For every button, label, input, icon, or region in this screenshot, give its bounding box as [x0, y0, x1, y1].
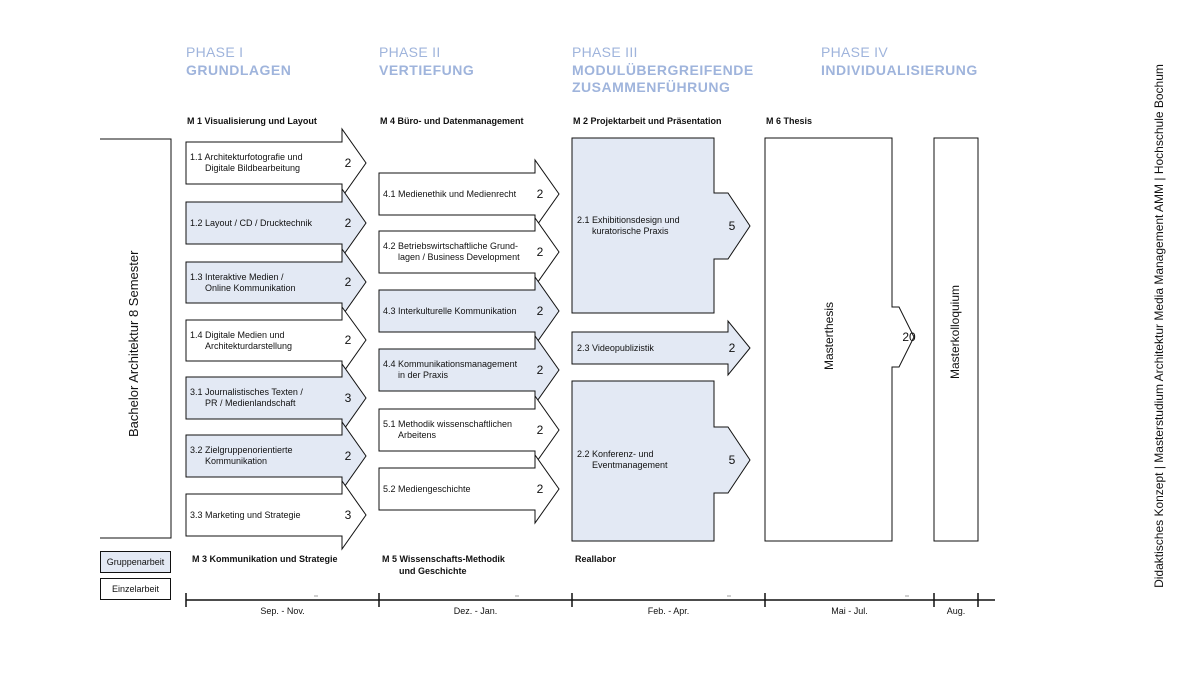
module-3-2-credits: 2 — [344, 449, 352, 463]
module-m6-heading: M 6 Thesis — [766, 116, 813, 126]
arrow-3-2 — [185, 420, 367, 492]
module-3-3-label: 3.3 Marketing und Strategie — [190, 509, 301, 520]
block-2-1 — [571, 137, 751, 314]
phase-1-number: PHASE I — [186, 44, 244, 60]
module-3-1-label: 3.1 Journalistisches Texten /PR / Medien… — [190, 387, 303, 408]
timeline-label-4: Mai - Jul. — [831, 606, 868, 616]
module-3-1-credits: 3 — [344, 391, 352, 405]
phase-3-title-line1: MODULÜBERGREIFENDE — [572, 62, 754, 78]
module-5-2-label: 5.2 Mediengeschichte — [383, 483, 471, 494]
masterkolloquium-label: Masterkolloquium — [948, 284, 962, 380]
module-4-1-label: 4.1 Medienethik und Medienrecht — [383, 188, 517, 199]
timeline-label-3: Feb. - Apr. — [647, 606, 690, 616]
side-caption: Didaktisches Konzept | Masterstudium Arc… — [1152, 64, 1166, 588]
module-1-2-credits: 2 — [344, 216, 352, 230]
arrow-3-1 — [185, 362, 367, 434]
legend-group-work: Gruppenarbeit — [100, 551, 171, 573]
module-5-1-credits: 2 — [536, 423, 544, 437]
module-m5-heading-line1: M 5 Wissenschafts-Methodik — [382, 554, 505, 564]
phase-2-number: PHASE II — [379, 44, 441, 60]
arrow-3-3 — [185, 479, 367, 551]
module-3-3-credits: 3 — [344, 508, 352, 522]
module-m3-heading: M 3 Kommunikation und Strategie — [192, 554, 338, 564]
module-4-1-credits: 2 — [536, 187, 544, 201]
arrow-4-3 — [378, 275, 560, 347]
module-4-3-label: 4.3 Interkulturelle Kommunikation — [383, 305, 517, 316]
arrow-1-2 — [185, 187, 367, 259]
module-1-3-label: 1.3 Interaktive Medien /Online Kommunika… — [190, 272, 296, 293]
module-4-3-credits: 2 — [536, 304, 544, 318]
thesis-block — [764, 137, 915, 542]
module-m5-heading-line2: und Geschichte — [399, 566, 467, 576]
bachelor-label: Bachelor Architektur 8 Semester — [126, 250, 141, 437]
module-2-2-credits: 5 — [728, 453, 736, 467]
col1-arrows — [185, 127, 367, 551]
module-2-3-credits: 2 — [728, 341, 736, 355]
reallabor-heading: Reallabor — [575, 554, 617, 564]
module-1-1-credits: 2 — [344, 156, 352, 170]
phase-4-title: INDIVIDUALISIERUNG — [821, 62, 978, 78]
phase-2-title: VERTIEFUNG — [379, 62, 475, 78]
block-2-2 — [571, 380, 751, 542]
col2-arrows — [378, 158, 560, 525]
module-1-3-credits: 2 — [344, 275, 352, 289]
arrow-1-4 — [185, 305, 367, 376]
bachelor-bracket — [100, 138, 172, 539]
phase-3-number: PHASE III — [572, 44, 638, 60]
module-m1-heading: M 1 Visualisierung und Layout — [187, 116, 317, 126]
col3-blocks — [571, 137, 751, 542]
arrow-1-1 — [185, 127, 367, 199]
masterthesis-label: Masterthesis — [822, 301, 836, 371]
timeline-label-5: Aug. — [946, 606, 966, 616]
kolloquium-block — [933, 137, 979, 542]
module-4-2-label: 4.2 Betriebswirtschaftliche Grund-lagen … — [383, 241, 520, 262]
timeline-label-2: Dez. - Jan. — [453, 606, 498, 616]
module-4-4-credits: 2 — [536, 363, 544, 377]
module-m2-heading: M 2 Projektarbeit und Präsentation — [573, 116, 722, 126]
legend-individual-work: Einzelarbeit — [100, 578, 171, 600]
module-1-2-label: 1.2 Layout / CD / Drucktechnik — [190, 217, 313, 228]
module-1-4-credits: 2 — [344, 333, 352, 347]
module-m4-heading: M 4 Büro- und Datenmanagement — [380, 116, 524, 126]
arrow-4-2 — [378, 216, 560, 288]
timeline-label-1: Sep. - Nov. — [260, 606, 305, 616]
module-4-2-credits: 2 — [536, 245, 544, 259]
arrow-5-2 — [378, 453, 560, 525]
arrow-5-1 — [378, 394, 560, 466]
module-2-1-credits: 5 — [728, 219, 736, 233]
module-5-2-credits: 2 — [536, 482, 544, 496]
arrow-2-3 — [571, 319, 751, 377]
phase-3-title-line2: ZUSAMMENFÜHRUNG — [572, 79, 731, 95]
arrow-1-3 — [185, 247, 367, 318]
masterthesis-credits: 20 — [902, 330, 916, 344]
module-2-3-label: 2.3 Videopublizistik — [577, 342, 654, 353]
arrow-4-4 — [378, 334, 560, 406]
phase-1-title: GRUNDLAGEN — [186, 62, 292, 78]
phase-4-number: PHASE IV — [821, 44, 888, 60]
arrow-4-1 — [378, 158, 560, 230]
